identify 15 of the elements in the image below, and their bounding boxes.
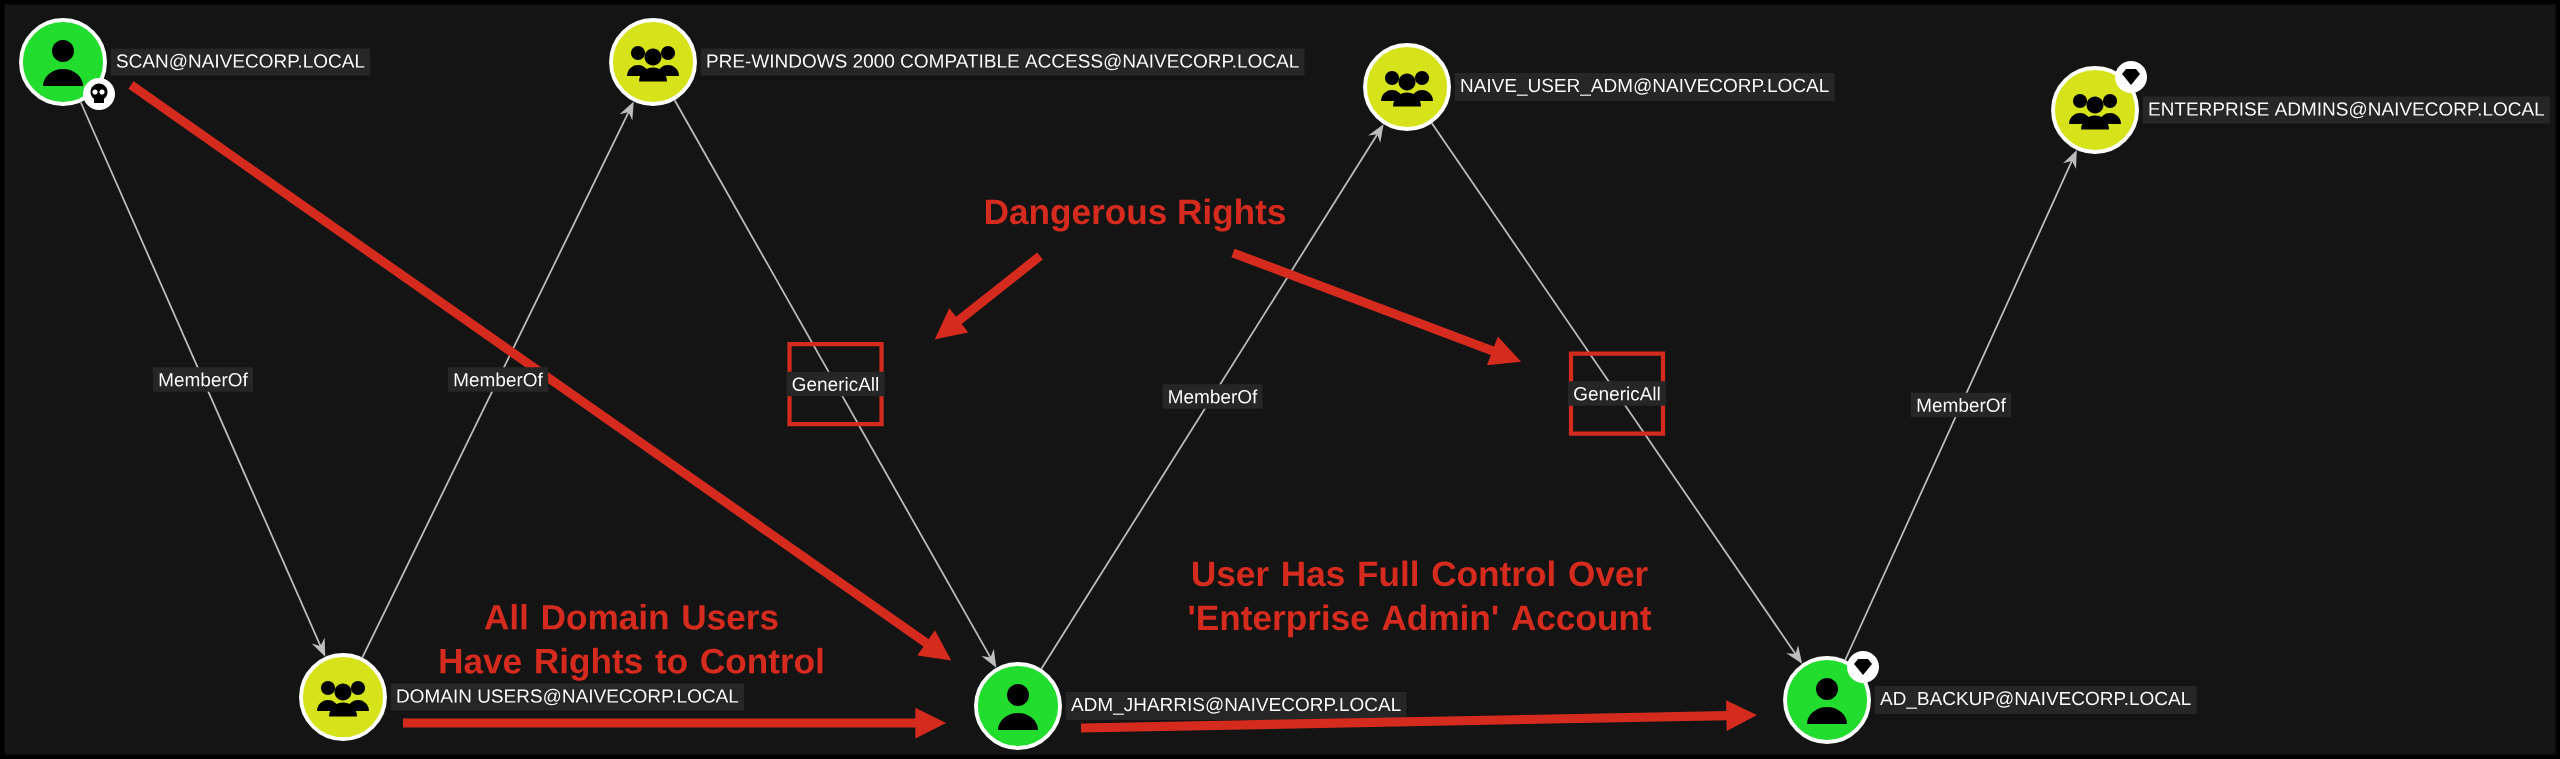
edge-label: GenericAll (1567, 381, 1667, 406)
node-label: PRE-WINDOWS 2000 COMPATIBLE ACCESS@NAIVECORP.LOCAL (700, 48, 1305, 76)
annotation-label: User Has Full Control Over 'Enterprise Admin' Account (1189, 560, 1652, 638)
node-label: SCAN@NAIVECORP.LOCAL (110, 48, 371, 76)
node-label: ENTERPRISE ADMINS@NAIVECORP.LOCAL (2142, 96, 2550, 124)
edge-label: GenericAll (786, 371, 885, 397)
node-label: AD_BACKUP@NAIVECORP.LOCAL (1874, 686, 2197, 715)
edge-label: MemberOf (1910, 392, 2012, 418)
edge-label: MemberOf (1162, 384, 1263, 409)
node-label: DOMAIN USERS@NAIVECORP.LOCAL (390, 683, 745, 711)
annotation-label: All Domain Users Have Rights to Control (440, 603, 823, 681)
edge-label: MemberOf (152, 367, 254, 392)
annotation-text: Dangerous Rights (985, 198, 1285, 232)
edge-label: MemberOf (447, 367, 549, 392)
node-label: NAIVE_USER_ADM@NAIVECORP.LOCAL (1454, 73, 1835, 102)
